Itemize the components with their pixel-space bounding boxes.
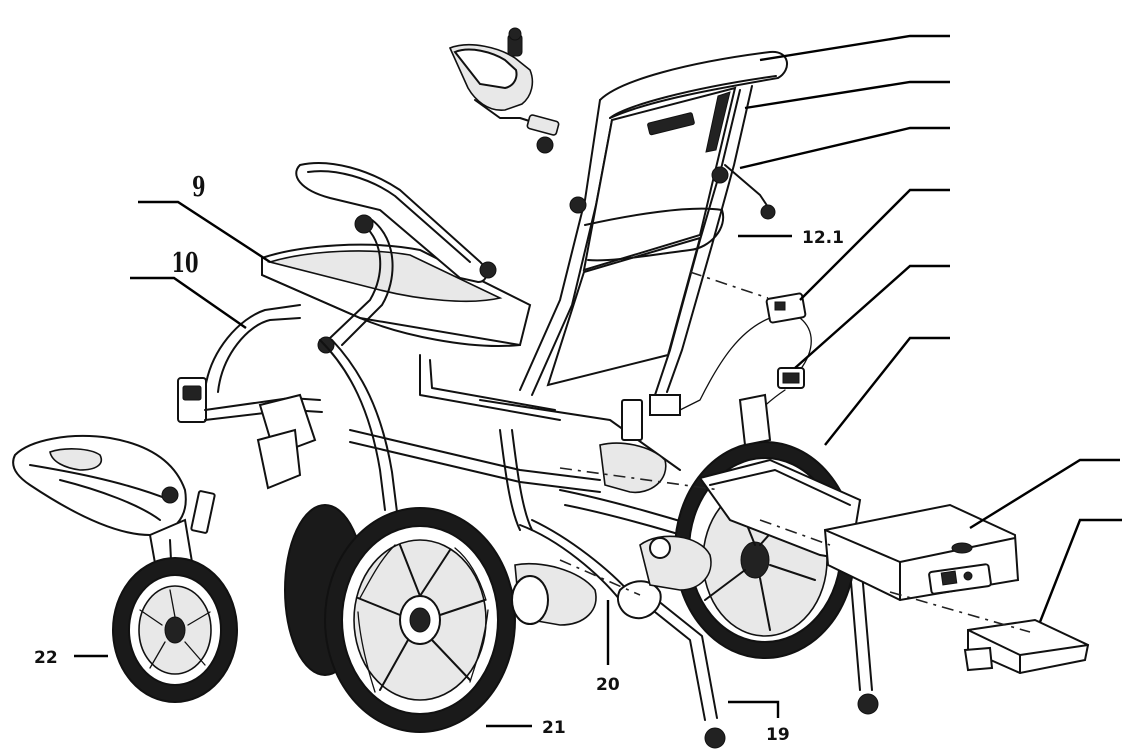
callout-labels-serif: 11 12 13 14 15 16 17 18 9 10 — [172, 171, 206, 279]
charger — [963, 618, 1090, 675]
explosion-lines — [559, 271, 1031, 633]
battery-assembly — [698, 458, 1020, 602]
caster-assembly — [12, 435, 238, 703]
seat — [261, 162, 532, 354]
callout-9: 9 — [192, 171, 206, 203]
callout-20: 20 — [596, 675, 620, 695]
callout-12-1: 12.1 — [802, 228, 844, 248]
callout-21: 21 — [542, 718, 566, 738]
left-drive-wheel — [284, 504, 597, 733]
callout-10: 10 — [172, 247, 199, 279]
front-frame — [177, 304, 681, 601]
callout-19: 19 — [766, 725, 790, 745]
callout-22: 22 — [34, 648, 58, 668]
joystick-controller — [448, 27, 560, 154]
callout-labels-sans: 12.1 19 20 21 22 — [34, 228, 844, 745]
leader-lines — [74, 34, 1122, 728]
backrest-frame — [519, 50, 788, 396]
